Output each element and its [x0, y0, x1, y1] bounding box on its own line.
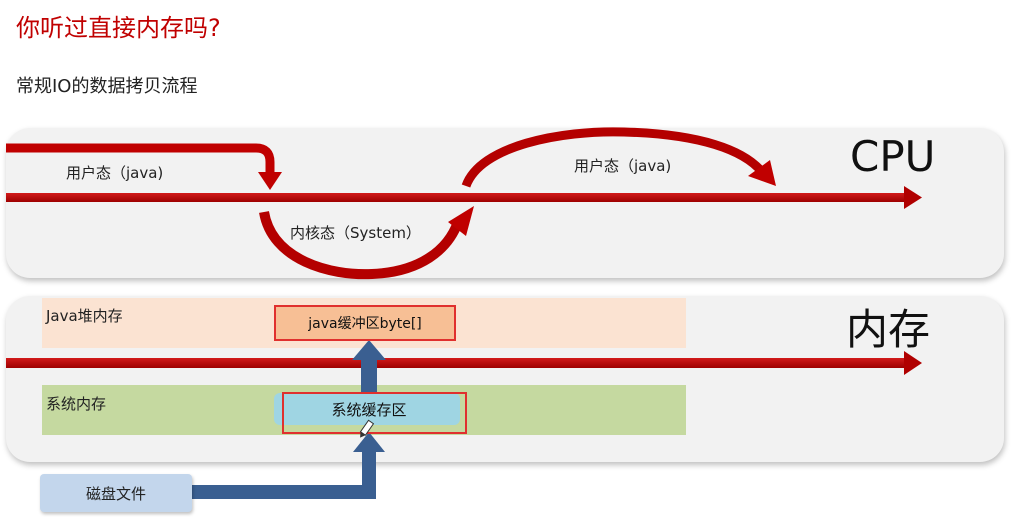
cpu-label: CPU	[850, 132, 936, 181]
cpu-timeline-arrow	[6, 186, 922, 209]
system-cache-label: 系统缓存区	[331, 400, 407, 419]
java-buffer-box: java缓冲区byte[]	[274, 305, 456, 341]
slide-title: 你听过直接内存吗?	[16, 14, 221, 42]
disk-file-box: 磁盘文件	[40, 474, 192, 512]
disk-file-label: 磁盘文件	[85, 484, 146, 503]
memory-label: 内存	[846, 305, 931, 354]
java-buffer-label: java缓冲区byte[]	[308, 316, 422, 332]
user-mode-left-label: 用户态（java)	[66, 164, 164, 182]
kernel-mode-label: 内核态（System）	[290, 224, 421, 242]
user-to-kernel-arrow	[6, 143, 282, 190]
memory-timeline-arrow	[6, 351, 922, 375]
java-heap-label: Java堆内存	[46, 307, 123, 325]
user-mode-right-label: 用户态（java)	[574, 157, 672, 175]
cache-to-buffer-arrow	[352, 340, 386, 398]
slide-subtitle: 常规IO的数据拷贝流程	[16, 76, 198, 97]
system-cache-box	[274, 393, 460, 425]
system-memory-label: 系统内存	[46, 395, 107, 413]
kernel-arc-arrow	[259, 206, 474, 280]
disk-to-cache-arrow	[192, 432, 385, 499]
kernel-to-user-arrow	[461, 127, 776, 188]
system-cache-highlight	[282, 392, 467, 434]
